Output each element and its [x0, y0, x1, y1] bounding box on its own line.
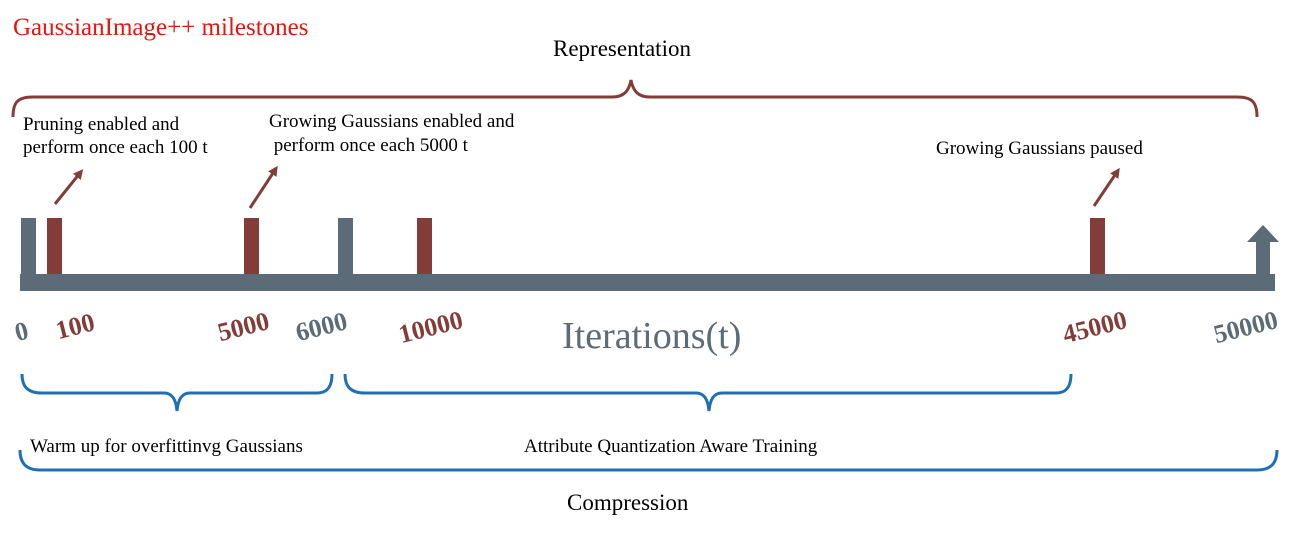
compression-brace [18, 449, 1279, 472]
quantization-brace [343, 373, 1073, 412]
event-pruning-line1: Pruning enabled and [23, 114, 180, 135]
timeline-arrow-shaft [1256, 240, 1270, 276]
marker-6000 [338, 218, 353, 274]
marker-0 [21, 218, 36, 274]
marker-45000 [1090, 218, 1105, 274]
representation-brace [11, 79, 1259, 118]
event-paused-label: Growing Gaussians paused [936, 138, 1143, 159]
marker-5000 [244, 218, 259, 274]
phase-warmup-label: Warm up for overfittinvg Gaussians [30, 436, 303, 457]
warmup-brace [20, 373, 334, 412]
event-arrow-pruning [53, 169, 84, 205]
event-growing-line1: Growing Gaussians enabled and [269, 111, 515, 132]
event-pruning-line2: perform once each 100 t [23, 137, 208, 158]
marker-100 [47, 218, 62, 274]
timeline-axis [20, 274, 1275, 291]
event-arrow-paused [1092, 167, 1120, 207]
axis-label: Iterations(t) [562, 315, 742, 357]
phase-quantization-label: Attribute Quantization Aware Training [524, 436, 818, 457]
marker-10000 [417, 218, 432, 274]
event-arrow-growing [248, 165, 278, 209]
event-growing-line2: perform once each 5000 t [269, 135, 468, 156]
compression-label: Compression [567, 490, 689, 515]
representation-label: Representation [553, 36, 691, 61]
timeline-arrow-head [1247, 225, 1279, 242]
diagram-title: GaussianImage++ milestones [13, 14, 309, 41]
